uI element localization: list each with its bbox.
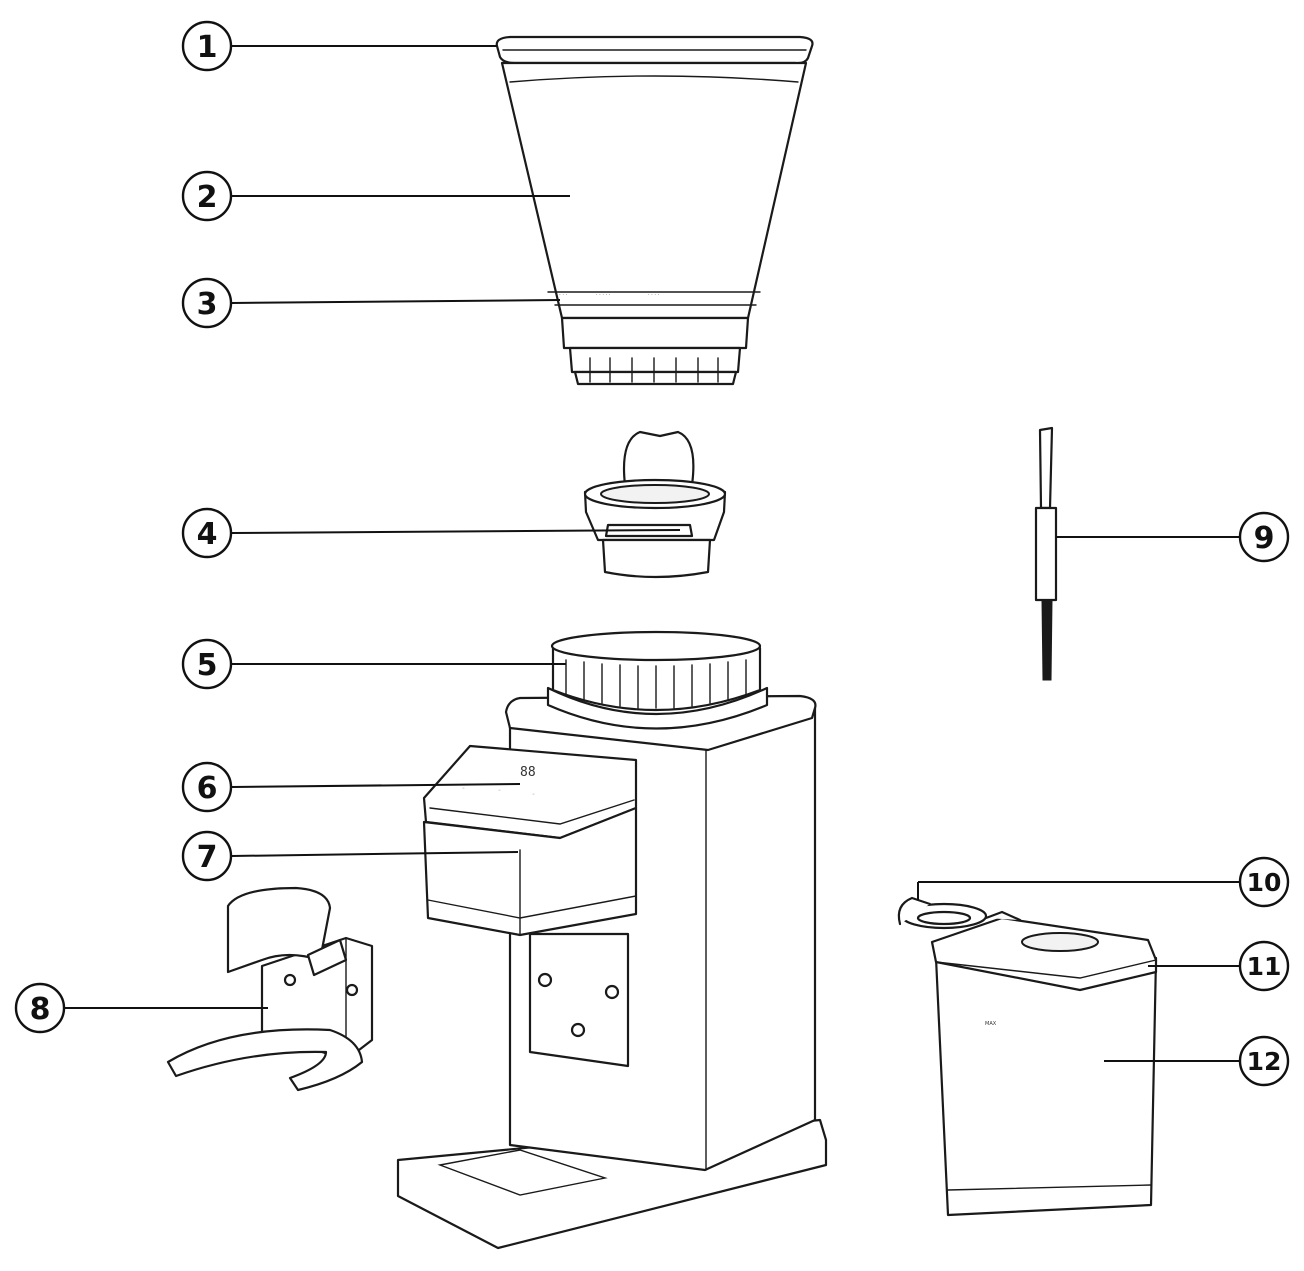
grinder-head (422, 806, 638, 937)
callout-5-label: 5 (197, 648, 218, 683)
callout-4-label: 4 (197, 517, 218, 552)
callout-12: 12 (1238, 1035, 1290, 1087)
upper-burr (583, 430, 727, 579)
svg-text:◦: ◦ (532, 792, 535, 798)
callout-8-label: 8 (30, 992, 51, 1027)
bean-hopper: · · · · · · · · · · · · · (500, 61, 808, 320)
portafilter-holder (166, 886, 374, 1092)
callout-3-label: 3 (197, 287, 218, 322)
callout-2: 2 (181, 170, 233, 222)
grounds-container: MAX (897, 896, 1158, 1217)
svg-text:· · · ·: · · · · (556, 292, 568, 298)
svg-text:· · · · ·: · · · · · (596, 292, 611, 298)
hopper-lid (495, 35, 814, 65)
callout-9: 9 (1238, 511, 1290, 563)
callout-12-label: 12 (1247, 1047, 1282, 1076)
callout-1: 1 (181, 20, 233, 72)
callout-5: 5 (181, 638, 233, 690)
callout-7: 7 (181, 830, 233, 882)
callout-10: 10 (1238, 856, 1290, 908)
callout-2-label: 2 (197, 180, 218, 215)
svg-text:◦: ◦ (462, 786, 465, 792)
callout-10-label: 10 (1247, 868, 1282, 897)
callout-7-label: 7 (197, 840, 218, 875)
callout-11: 11 (1238, 940, 1290, 992)
callout-9-label: 9 (1254, 521, 1275, 556)
display-readout: 88 (520, 765, 536, 780)
callout-1-label: 1 (197, 30, 218, 65)
callout-3: 3 (181, 277, 233, 329)
callout-4: 4 (181, 507, 233, 559)
cleaning-brush (1034, 426, 1058, 681)
callout-8: 8 (14, 982, 66, 1034)
leader-lines (64, 45, 1240, 1062)
grind-adjustment-ring (546, 630, 769, 730)
svg-text:◦: ◦ (498, 788, 501, 794)
svg-text:· · · ·: · · · · (648, 292, 660, 298)
callout-6-label: 6 (197, 771, 218, 806)
container-max-mark: MAX (985, 1021, 997, 1027)
callout-6: 6 (181, 761, 233, 813)
callout-11-label: 11 (1247, 952, 1282, 981)
hopper-collar (560, 316, 750, 386)
